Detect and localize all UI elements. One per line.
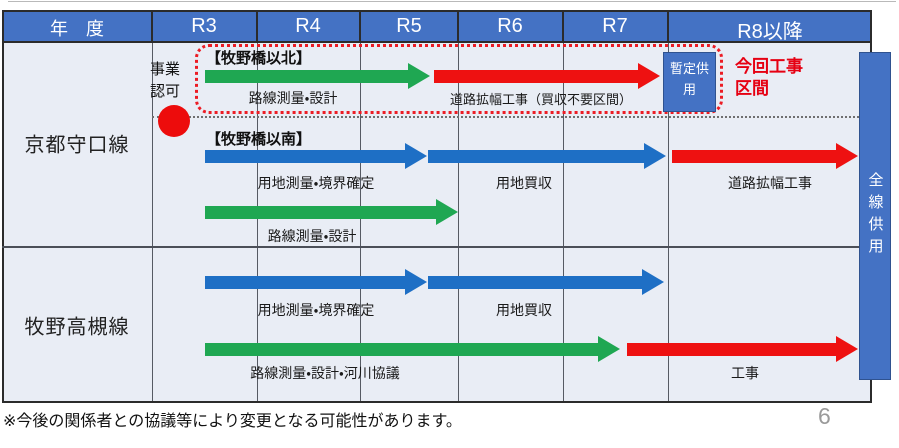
- top-divider-line: [8, 1, 896, 2]
- footer-note: ※今後の関係者との協議等により変更となる可能性があります。: [3, 413, 462, 430]
- arrow-construction-makino: [627, 336, 858, 363]
- section-title-north: 【牧野橋以北】: [206, 50, 312, 67]
- year-column-r7: R7: [602, 15, 628, 37]
- grid-line: [257, 43, 258, 401]
- arrow-land-survey-makino: [205, 269, 427, 296]
- year-header-row: [2, 10, 872, 43]
- grid-line: [152, 43, 153, 401]
- arrow-route-survey-river-makino: [205, 336, 620, 363]
- header-grid-line: [359, 12, 361, 41]
- task-label-route-survey-north: 路線測量・設計: [248, 90, 338, 106]
- provisional-service-box: 暫定供用: [663, 52, 716, 112]
- task-label-land-acquisition-makino: 用地買収: [496, 302, 552, 318]
- year-column-r4: R4: [295, 15, 321, 37]
- grid-line: [563, 43, 564, 401]
- task-label-road-widening-south: 道路拡幅工事: [728, 175, 812, 191]
- task-label-land-acquisition-south: 用地買収: [496, 175, 552, 191]
- year-axis-label: 年 度: [50, 19, 104, 39]
- row-divider-line: [2, 246, 872, 248]
- task-label-road-widening-north: 道路拡幅工事（買収不要区間）: [449, 92, 633, 107]
- header-grid-line: [256, 12, 258, 41]
- header-grid-line: [667, 12, 669, 41]
- grid-line: [458, 43, 459, 401]
- row-label-kyoto-moriguchi: 京都守口線: [24, 134, 130, 157]
- arrow-route-survey-south: [205, 199, 458, 226]
- year-column-r6: R6: [497, 15, 523, 37]
- task-label-route-survey-river-makino: 路線測量・設計・河川協議: [250, 365, 400, 381]
- page-number: 6: [818, 403, 831, 429]
- row-label-makino-takatsuki: 牧野高槻線: [24, 316, 130, 339]
- arrow-road-widening-south: [672, 143, 858, 170]
- header-grid-line: [457, 12, 459, 41]
- approval-milestone-circle: [158, 105, 190, 137]
- year-column-r5: R5: [396, 15, 422, 37]
- grid-line: [360, 43, 361, 401]
- arrow-land-acquisition-south: [428, 143, 666, 170]
- task-label-land-survey-makino: 用地測量・境界確定: [257, 302, 375, 318]
- year-column-r8-later: R8以降: [737, 21, 803, 43]
- arrow-road-widening-north: [434, 63, 660, 90]
- header-grid-line: [151, 12, 153, 41]
- full-service-bar: 全線供用: [859, 52, 891, 380]
- arrow-route-survey-north: [205, 63, 430, 90]
- task-label-route-survey-south: 路線測量・設計: [267, 228, 357, 244]
- arrow-land-acquisition-makino: [428, 269, 664, 296]
- grid-line: [668, 43, 669, 401]
- header-grid-line: [562, 12, 564, 41]
- arrow-land-survey-south: [205, 143, 427, 170]
- project-approval-label: 事業認可: [150, 61, 181, 100]
- section-divider-dotted-line: [152, 116, 859, 118]
- year-column-r3: R3: [191, 15, 217, 37]
- current-works-section-label: 今回工事区間: [735, 57, 803, 99]
- current-works-dotted-outline: [195, 44, 723, 114]
- task-label-construction-makino: 工事: [731, 365, 759, 381]
- section-title-south: 【牧野橋以南】: [206, 131, 312, 148]
- task-label-land-survey-south: 用地測量・境界確定: [257, 175, 375, 191]
- full-service-label: 全線供用: [866, 172, 884, 260]
